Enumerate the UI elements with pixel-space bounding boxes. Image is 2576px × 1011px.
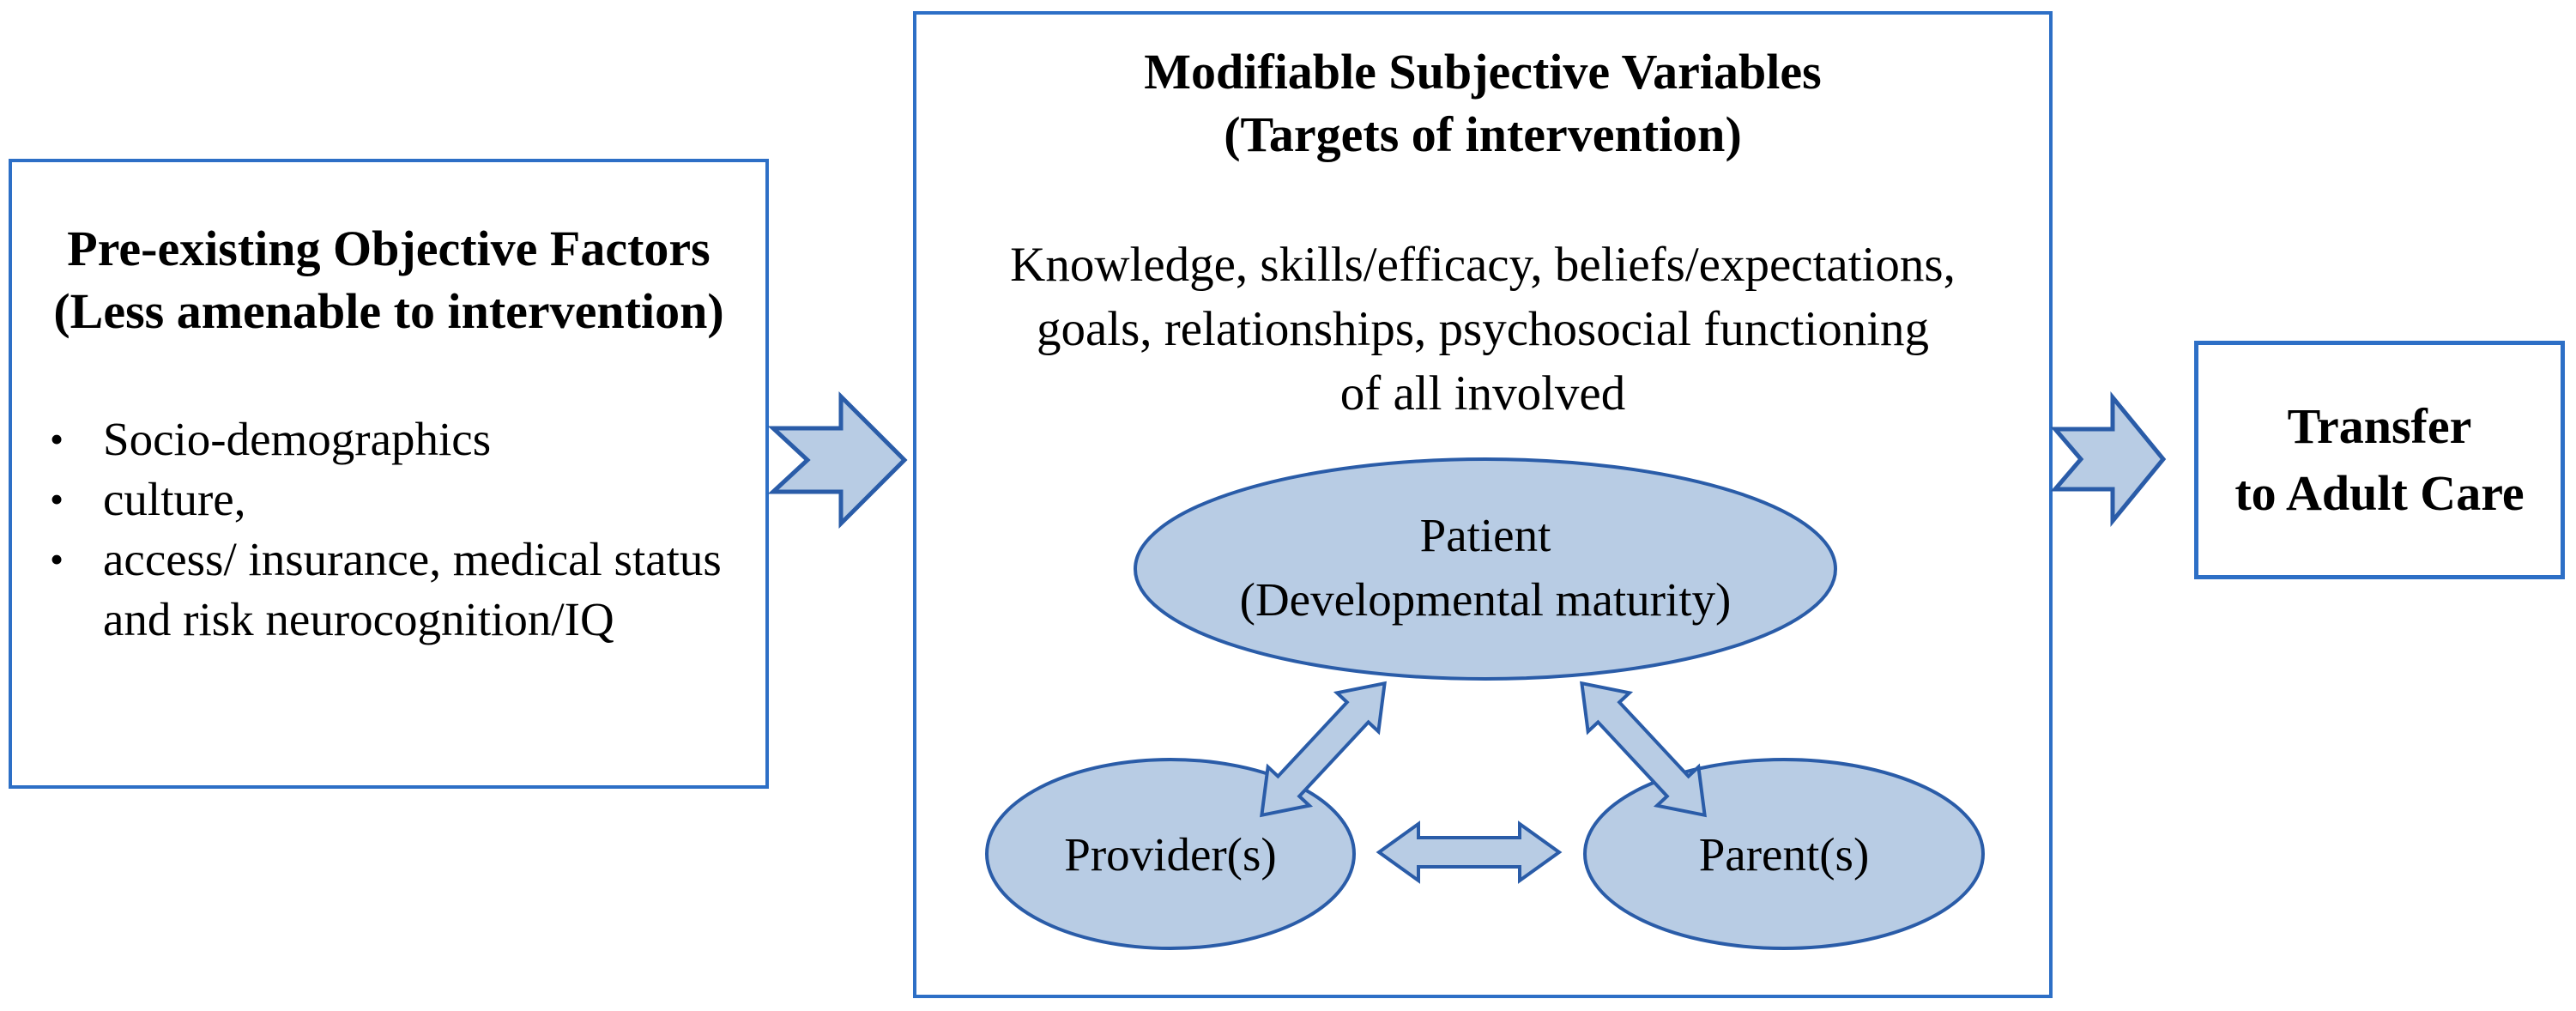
pre-existing-factors-title-line1: Pre-existing Objective Factors xyxy=(67,221,711,276)
description-line3: of all involved xyxy=(1339,366,1626,421)
bullet-access-insurance: access/ insurance, medical status and ri… xyxy=(50,530,748,650)
bullet-culture: culture, xyxy=(50,469,748,530)
parent-ellipse-label: Parent(s) xyxy=(1698,828,1870,881)
transfer-title-line1: Transfer xyxy=(2287,398,2472,454)
patient-label-line1: Patient xyxy=(1419,509,1551,561)
patient-label-line2: (Developmental maturity) xyxy=(1239,573,1732,626)
transfer-adult-care-title: Transfer to Adult Care xyxy=(2234,393,2524,527)
transfer-title-line2: to Adult Care xyxy=(2234,465,2525,521)
description-line2: goals, relationships, psychosocial funct… xyxy=(1036,302,1930,356)
pre-existing-factors-title-line2: (Less amenable to intervention) xyxy=(53,283,724,339)
transfer-adult-care-box: Transfer to Adult Care xyxy=(2194,341,2565,579)
left-to-middle-block-arrow-icon xyxy=(767,390,908,530)
modifiable-variables-title: Modifiable Subjective Variables (Targets… xyxy=(916,40,2049,166)
modifiable-variables-title-line1: Modifiable Subjective Variables xyxy=(1144,44,1822,100)
modifiable-variables-description: Knowledge, skills/efficacy, beliefs/expe… xyxy=(916,233,2049,426)
pre-existing-factors-bullet-list: Socio-demographics culture, access/ insu… xyxy=(50,409,748,650)
bullet-socio-demographics: Socio-demographics xyxy=(50,409,748,469)
modifiable-variables-title-line2: (Targets of intervention) xyxy=(1224,106,1742,162)
description-line1: Knowledge, skills/efficacy, beliefs/expe… xyxy=(1010,238,1956,292)
patient-ellipse-label: Patient (Developmental maturity) xyxy=(1142,503,1829,632)
pre-existing-factors-title: Pre-existing Objective Factors (Less ame… xyxy=(12,217,765,342)
pre-existing-factors-box: Pre-existing Objective Factors (Less ame… xyxy=(9,159,769,789)
middle-to-right-block-arrow-icon xyxy=(2050,391,2167,527)
provider-ellipse-label: Provider(s) xyxy=(1064,828,1277,881)
